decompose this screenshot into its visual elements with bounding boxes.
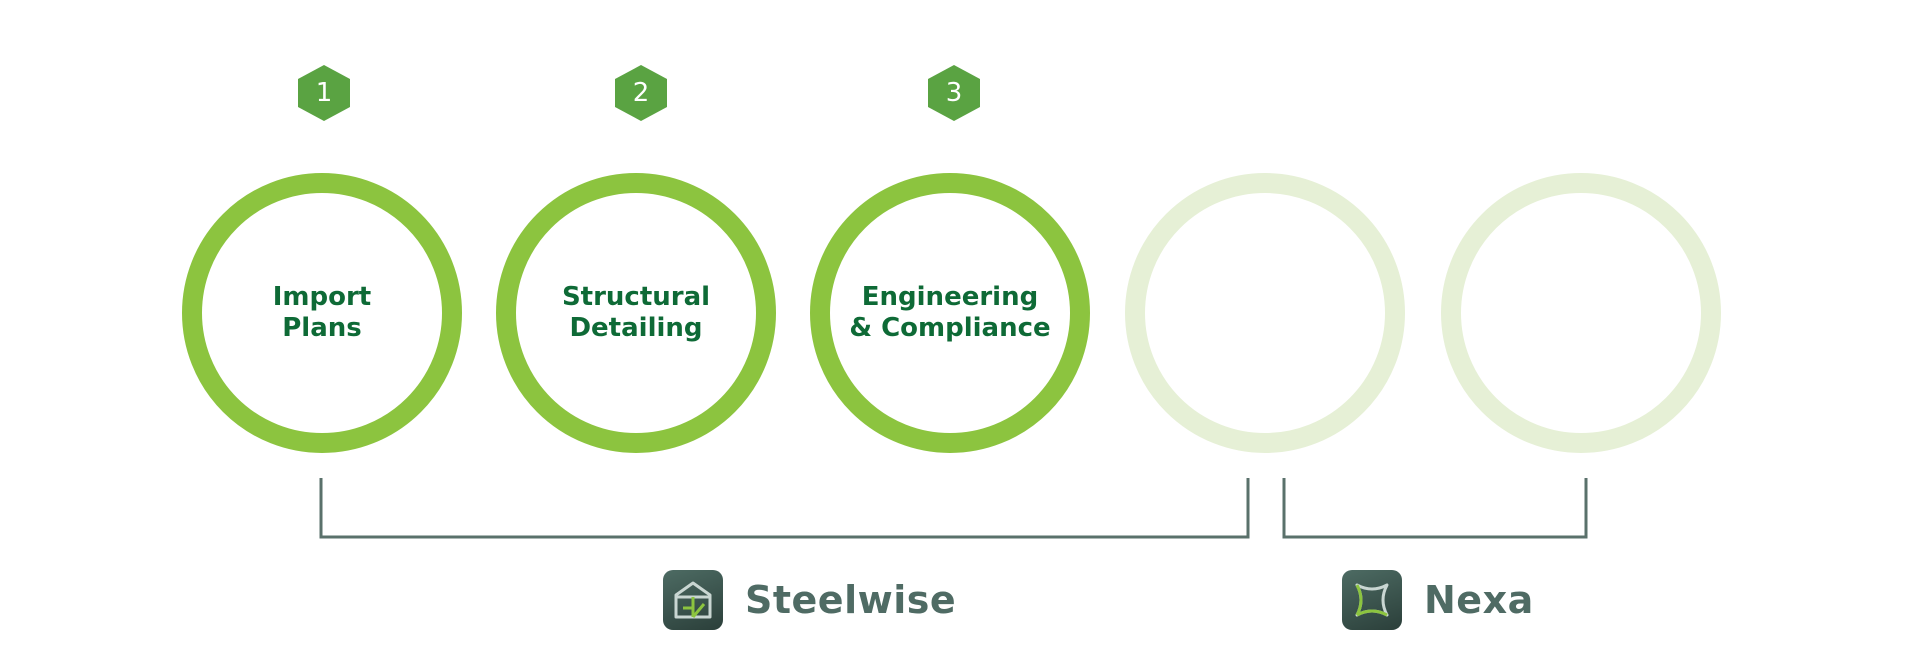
step-3-badge: 3 [928, 65, 980, 121]
steelwise-bracket [319, 478, 1250, 539]
step-1-number: 1 [315, 78, 333, 108]
step-2-number: 2 [632, 78, 650, 108]
steelwise-brand: Steelwise [663, 570, 956, 630]
nexa-bracket [1282, 478, 1588, 539]
step-2-badge: 2 [615, 65, 667, 121]
step-1-badge: 1 [298, 65, 350, 121]
house-frame-icon [663, 570, 723, 630]
step-1-label: Import Plans [272, 282, 372, 343]
step-2-label: Structural Detailing [561, 282, 711, 343]
step-3-number: 3 [945, 78, 963, 108]
nexa-name: Nexa [1424, 578, 1534, 622]
nexa-brand: Nexa [1342, 570, 1534, 630]
step-3-label: Engineering & Compliance [849, 282, 1051, 343]
cross-frame-icon [1342, 570, 1402, 630]
steelwise-name: Steelwise [745, 578, 957, 622]
